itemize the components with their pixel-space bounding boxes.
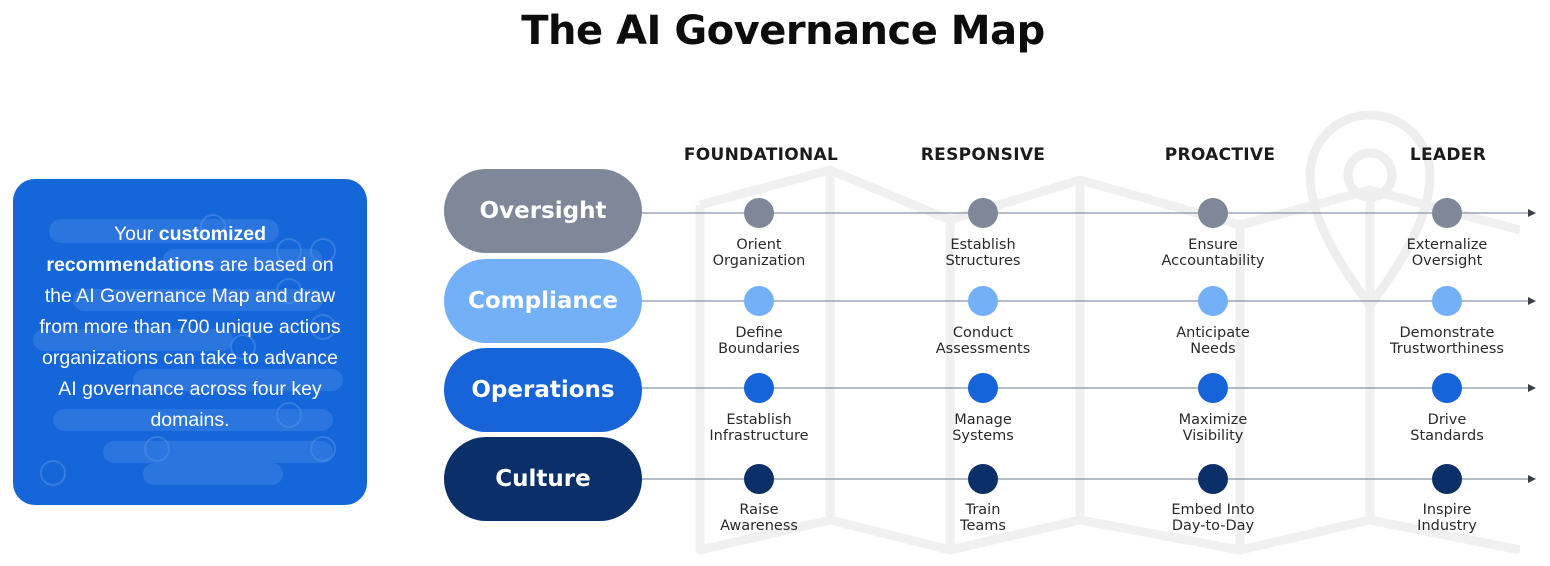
info-text: Your customized recommendations are base… xyxy=(39,223,341,431)
info-card: Your customized recommendations are base… xyxy=(13,179,367,505)
stage-header-foundational: FOUNDATIONAL xyxy=(683,145,839,165)
node-dot xyxy=(1198,373,1228,403)
map-watermark xyxy=(695,110,1520,555)
node-dot xyxy=(1432,464,1462,494)
node-dot xyxy=(744,198,774,228)
node-dot xyxy=(1432,198,1462,228)
node-dot xyxy=(968,286,998,316)
node-dot xyxy=(1432,286,1462,316)
node-dot xyxy=(1198,198,1228,228)
domain-compliance: Compliance xyxy=(444,259,642,343)
domain-oversight: Oversight xyxy=(444,169,642,253)
node-dot xyxy=(968,198,998,228)
page-title: The AI Governance Map xyxy=(521,8,1045,54)
node-dot xyxy=(968,373,998,403)
card-decoration xyxy=(33,214,343,486)
stage-header-proactive: PROACTIVE xyxy=(1164,145,1276,165)
stage-header-responsive: RESPONSIVE xyxy=(920,145,1046,165)
node-dot xyxy=(1432,373,1462,403)
domain-operations: Operations xyxy=(444,348,642,432)
node-dot xyxy=(744,373,774,403)
node-dot xyxy=(1198,464,1228,494)
node-dot xyxy=(744,286,774,316)
node-dot xyxy=(968,464,998,494)
domain-culture: Culture xyxy=(444,437,642,521)
stage-header-leader: LEADER xyxy=(1409,145,1487,165)
node-dot xyxy=(744,464,774,494)
node-dot xyxy=(1198,286,1228,316)
